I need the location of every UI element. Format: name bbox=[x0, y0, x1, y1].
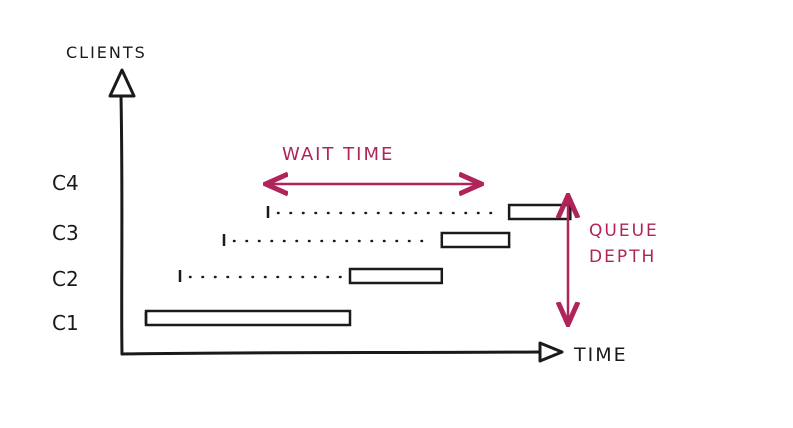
x-axis-arrowhead bbox=[538, 341, 564, 363]
client-label: C2 bbox=[52, 267, 79, 291]
client-label: C1 bbox=[52, 311, 79, 335]
service-bar bbox=[507, 203, 572, 221]
queue-depth-label-line1: QUEUE bbox=[589, 221, 659, 241]
queue-depth-label-line2: DEPTH bbox=[589, 247, 656, 267]
x-axis-line bbox=[120, 350, 542, 356]
x-axis-label: TIME bbox=[573, 344, 628, 366]
queue-depth-annotation: QUEUE DEPTH bbox=[568, 198, 659, 322]
y-axis-arrowhead bbox=[108, 68, 136, 98]
client-rows: C1 C2 C3 C4 bbox=[52, 171, 572, 335]
service-bar bbox=[144, 309, 352, 327]
service-bar bbox=[348, 267, 444, 285]
wait-time-label: WAIT TIME bbox=[282, 144, 394, 165]
client-label: C4 bbox=[52, 171, 79, 195]
y-axis-label: CLIENTS bbox=[66, 43, 147, 62]
client-label: C3 bbox=[52, 221, 79, 245]
y-axis: CLIENTS bbox=[66, 43, 147, 356]
x-axis: TIME bbox=[120, 341, 628, 366]
wait-time-annotation: WAIT TIME bbox=[268, 144, 479, 184]
service-bar bbox=[440, 231, 511, 249]
y-axis-line bbox=[119, 94, 124, 356]
